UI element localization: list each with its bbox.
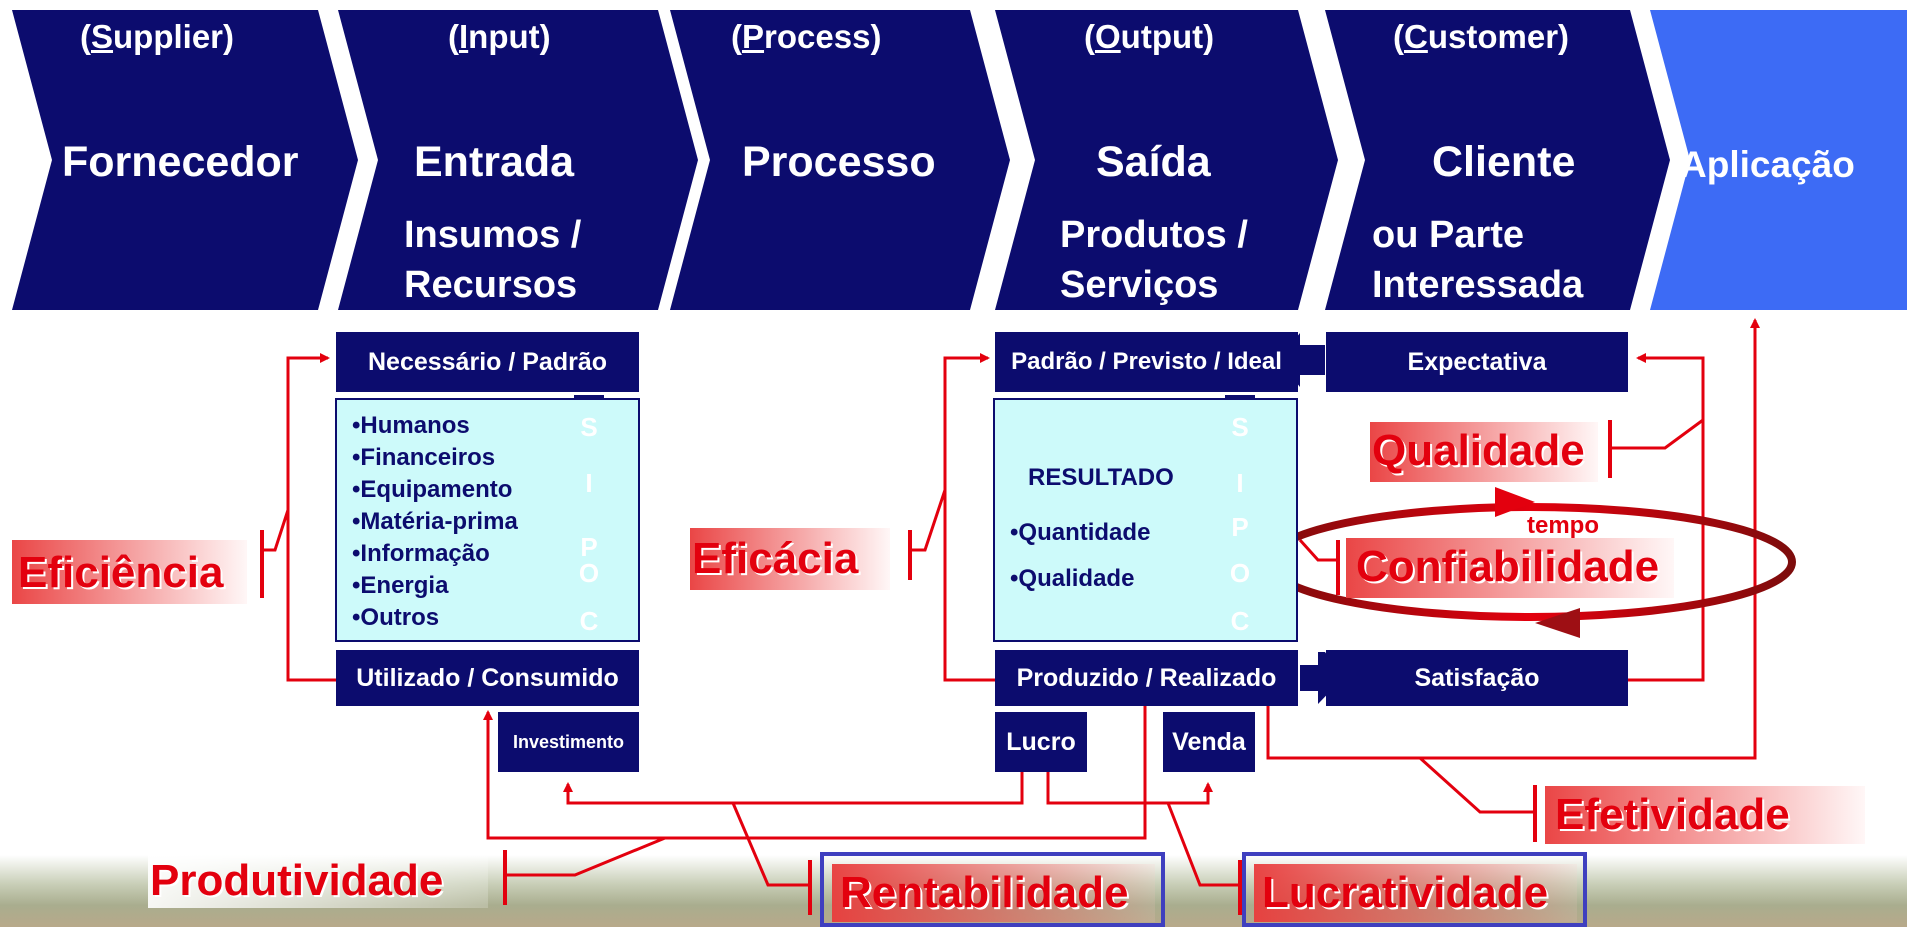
sipoc-i: I — [585, 468, 593, 498]
chevron-extra-cliente-1: ou Parte — [1372, 214, 1525, 256]
efetividade-highlight — [1545, 786, 1865, 844]
loop-arrow-bottom — [1535, 608, 1580, 638]
sub-initial-output: O — [1095, 18, 1121, 55]
chevron-extra-saida-2: Serviços — [1060, 264, 1219, 306]
sipoc-o: O — [578, 558, 600, 588]
output-result-list: •Quantidade •Qualidade — [1010, 510, 1150, 602]
lucratividade-highlight — [1254, 864, 1577, 922]
sipoc-i: I — [1236, 468, 1244, 498]
venda-box: Venda — [1163, 712, 1255, 772]
sipoc-p: P — [580, 532, 598, 562]
loop-arrow-top — [1495, 487, 1535, 517]
resource-informacao: •Informação — [352, 540, 490, 567]
sipoc-letters-output: S I P O C — [1225, 400, 1255, 640]
rentabilidade-highlight — [832, 864, 1155, 922]
lucro-box: Lucro — [995, 712, 1087, 772]
resource-humanos: •Humanos — [352, 412, 470, 439]
satisfacao-box: Satisfação — [1326, 650, 1628, 706]
indicator-confiabilidade: Confiabilidade — [1356, 542, 1660, 591]
indicator-rentabilidade: Rentabilidade — [840, 868, 1129, 917]
sipoc-s: S — [1231, 412, 1249, 442]
chevron-sub-label-input: (Input) — [448, 18, 551, 55]
label-tempo: tempo — [1527, 512, 1599, 539]
chevron-processo — [670, 10, 1010, 310]
eficacia-highlight — [690, 528, 890, 590]
output-result-title: RESULTADO — [1028, 464, 1174, 491]
sipoc-p: P — [1231, 512, 1249, 542]
sub-initial-input: I — [459, 18, 469, 55]
result-quantidade: •Quantidade — [1010, 519, 1151, 546]
input-utilizado-box: Utilizado / Consumido — [336, 650, 639, 706]
chevron-extra-entrada-1: Insumos / — [404, 214, 582, 256]
chevron-label-aplicacao: Aplicação — [1680, 144, 1855, 185]
indicator-efetividade: Efetividade — [1555, 790, 1790, 839]
produtividade-highlight — [148, 852, 488, 908]
resource-materia-prima: •Matéria-prima — [352, 508, 518, 535]
chevron-label-processo: Processo — [742, 138, 936, 186]
indicator-eficacia: Eficácia — [692, 534, 859, 583]
lucratividade-box — [1242, 852, 1587, 927]
chevron-sub-label-process: (Process) — [731, 18, 882, 55]
chevron-extra-entrada-2: Recursos — [404, 264, 578, 306]
sipoc-c: C — [579, 606, 599, 636]
chevron-saida — [995, 10, 1338, 310]
expectativa-box: Expectativa — [1326, 332, 1628, 392]
confiabilidade-highlight — [1346, 538, 1674, 598]
chevron-fornecedor — [12, 10, 358, 310]
resource-equipamento: •Equipamento — [352, 476, 513, 503]
resource-financeiros: •Financeiros — [352, 444, 496, 471]
chevron-extra-cliente-2: Interessada — [1372, 264, 1584, 306]
rentabilidade-box — [820, 852, 1165, 927]
input-resources-box — [335, 398, 640, 642]
resource-outros: •Outros — [352, 604, 440, 631]
output-produzido-box: Produzido / Realizado — [995, 650, 1298, 706]
sub-initial-process: P — [742, 18, 765, 55]
output-result-box — [993, 398, 1298, 642]
eficiencia-highlight — [12, 540, 247, 604]
sipoc-c: C — [1230, 606, 1250, 636]
chevron-aplicacao — [1650, 10, 1907, 310]
chevron-extra-saida-1: Produtos / — [1060, 214, 1248, 256]
input-necessario-box: Necessário / Padrão — [336, 332, 639, 392]
resource-energia: •Energia — [352, 572, 449, 599]
sipoc-o: O — [1229, 558, 1251, 588]
qualidade-highlight — [1370, 422, 1598, 482]
chevron-label-cliente: Cliente — [1432, 138, 1576, 186]
sipoc-letters-input: S I P O C — [574, 400, 604, 640]
chevron-cliente — [1325, 10, 1670, 310]
input-resources-list: •Humanos •Financeiros •Equipamento •Maté… — [352, 410, 518, 634]
sipoc-s: S — [580, 412, 598, 442]
sub-initial-customer: C — [1404, 18, 1428, 55]
indicator-lucratividade: Lucratividade — [1262, 868, 1549, 917]
chevron-label-fornecedor: Fornecedor — [62, 138, 299, 186]
investimento-box: Investimento — [498, 712, 639, 772]
sub-initial-supplier: S — [91, 18, 114, 55]
indicator-eficiencia: Eficiência — [18, 548, 224, 597]
output-padrao-box: Padrão / Previsto / Ideal — [995, 332, 1298, 392]
chevron-label-saida: Saída — [1096, 138, 1211, 186]
indicator-produtividade: Produtividade — [150, 856, 444, 905]
chevron-entrada — [338, 10, 698, 310]
chevron-sub-label-supplier: (Supplier) — [80, 18, 235, 55]
result-qualidade: •Qualidade — [1010, 565, 1135, 592]
indicator-qualidade: Qualidade — [1372, 426, 1585, 475]
chevron-sub-label-output: (Output) — [1084, 18, 1215, 55]
chevron-sub-label-customer: (Customer) — [1393, 18, 1570, 55]
chevron-label-entrada: Entrada — [414, 138, 575, 186]
